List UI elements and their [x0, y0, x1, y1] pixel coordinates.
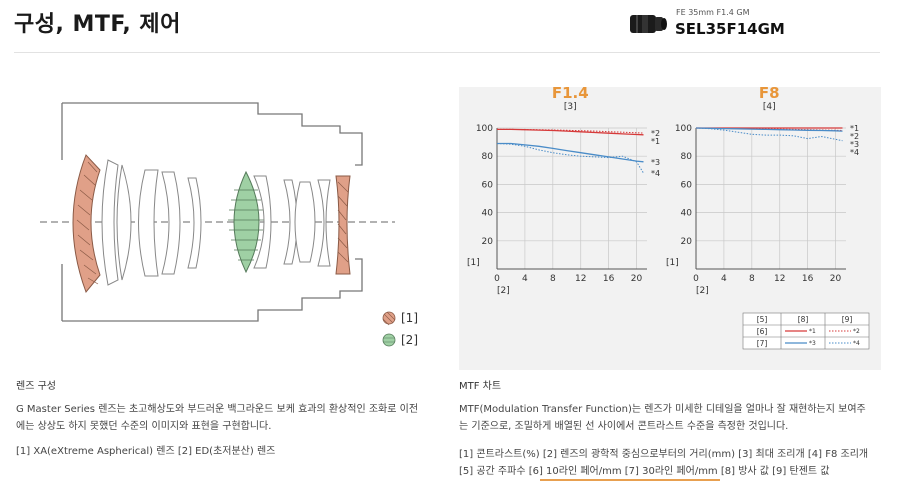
chart-subtitle: [4] — [763, 102, 776, 112]
y-axis-label: [1] — [666, 258, 679, 268]
x-tick-label: 4 — [721, 274, 727, 284]
y-tick-label: 40 — [482, 209, 494, 219]
description-line: 는 기준으로, 조밀하게 배열된 선 사이에서 콘트라스트 수준을 측정한 것입… — [459, 421, 789, 432]
legend-dotted-label: *2 — [853, 328, 860, 335]
xa-rear-element — [335, 175, 351, 275]
description-line: MTF(Modulation Transfer Function)는 렌즈가 미… — [459, 404, 866, 415]
xa-front-element — [72, 154, 101, 293]
chart-title: F8 — [759, 87, 780, 102]
header-divider — [14, 52, 880, 53]
lens-construction-description: G Master Series 렌즈는 초고해상도와 부드러운 백그라운드 보케… — [16, 401, 418, 435]
lens-notes: [1] XA(eXtreme Aspherical) 렌즈 [2] ED(초저분… — [16, 446, 276, 457]
lens-element-4 — [138, 169, 159, 277]
series-end-label: *2 — [850, 132, 859, 141]
mtf-chart-f14: F1.4[3] 20 40 60 80 100 0 4 8 12 16 20 [1] [2] *1*2 *3 *… — [467, 84, 660, 296]
x-tick-label: 0 — [693, 274, 699, 284]
lens-element-3 — [116, 164, 132, 281]
legend-header-cell: [5] — [757, 315, 768, 324]
legend-header-cell: [9] — [842, 315, 853, 324]
description-line: G Master Series 렌즈는 초고해상도와 부드러운 백그라운드 보케… — [16, 404, 419, 415]
lens-diagram-svg: [1] [2] — [40, 102, 418, 347]
lens-construction-diagram: [1] [2] — [0, 60, 450, 370]
y-tick-label: 40 — [681, 209, 693, 219]
x-axis-label: [2] — [497, 286, 510, 296]
lens-element-8 — [253, 175, 272, 269]
mtf-notes: [1] 콘트라스트(%) [2] 렌즈의 광학적 중심으로부터의 거리(mm) … — [459, 446, 868, 480]
series-end-label: *1 — [651, 137, 660, 146]
mtf-description: MTF(Modulation Transfer Function)는 렌즈가 미… — [459, 401, 866, 435]
x-tick-label: 12 — [575, 274, 586, 284]
product-block: FE 35mm F1.4 GM SEL35F14GM — [628, 8, 900, 42]
series-end-label: *3 — [850, 140, 859, 149]
mtf-legend-table: [5] [8] [9] [6] *1 *2 [7] *3 *4 — [742, 312, 870, 350]
lens-element-5 — [161, 171, 181, 275]
lens-product-icon — [630, 15, 667, 33]
mtf-heading: MTF 차트 — [459, 381, 502, 392]
series-line-star3 — [695, 127, 843, 132]
y-tick-label: 20 — [681, 237, 693, 247]
lens-element-11 — [317, 179, 331, 267]
y-tick-label: 100 — [476, 124, 493, 134]
x-tick-label: 20 — [631, 274, 643, 284]
y-tick-label: 60 — [482, 180, 494, 190]
x-tick-label: 0 — [494, 274, 500, 284]
series-end-label: *2 — [651, 129, 660, 138]
y-tick-label: 100 — [675, 124, 692, 134]
ed-element — [233, 170, 260, 274]
legend-row-label: [6] — [757, 327, 768, 336]
xa-front-hatch — [76, 161, 99, 285]
highlight-underline — [540, 479, 720, 481]
xa-rear-hatch — [337, 181, 349, 263]
x-tick-label: 4 — [522, 274, 528, 284]
legend-solid-label: *3 — [809, 340, 816, 347]
x-tick-label: 8 — [749, 274, 755, 284]
description-line: 에는 상상도 하지 못했던 수준의 이미지와 표현을 구현합니다. — [16, 421, 272, 432]
page-title: 구성, MTF, 제어 — [14, 12, 181, 37]
legend-dotted-label: *4 — [853, 340, 860, 347]
series-end-label: *1 — [850, 124, 859, 133]
y-tick-label: 60 — [681, 180, 693, 190]
x-tick-label: 12 — [774, 274, 785, 284]
legend-header-cell: [8] — [798, 315, 809, 324]
notes-line: [5] 공간 주파수 [6] 10라인 페어/mm [7] 30라인 페어/mm… — [459, 466, 830, 477]
mtf-chart-f8: F8[4] 20 40 60 80 100 0 4 8 12 16 20 [1] [2] *1*2*3*4 — [666, 84, 859, 296]
ed-element-stripes — [228, 189, 264, 261]
series-end-label: *4 — [850, 148, 859, 157]
x-tick-label: 8 — [550, 274, 556, 284]
y-tick-label: 80 — [482, 152, 494, 162]
x-tick-label: 16 — [603, 274, 615, 284]
barrel-outline-top — [62, 102, 363, 166]
series-line-star4 — [496, 143, 644, 174]
barrel-outline-bottom — [62, 258, 363, 322]
legend-solid-label: *1 — [809, 328, 816, 335]
lens-element-6 — [187, 177, 202, 269]
notes-line: [1] 콘트라스트(%) [2] 렌즈의 광학적 중심으로부터의 거리(mm) … — [459, 449, 869, 460]
product-subtitle: FE 35mm F1.4 GM — [676, 8, 750, 17]
y-tick-label: 80 — [681, 152, 693, 162]
chart-subtitle: [3] — [564, 102, 577, 112]
lens-element-10 — [294, 181, 316, 263]
y-axis-label: [1] — [467, 258, 480, 268]
x-tick-label: 16 — [802, 274, 814, 284]
legend-row-label: [7] — [757, 339, 768, 348]
lens-construction-heading: 렌즈 구성 — [16, 381, 56, 392]
x-axis-label: [2] — [696, 286, 709, 296]
chart-title: F1.4 — [552, 87, 589, 102]
x-tick-label: 20 — [830, 274, 842, 284]
lens-element-9 — [283, 179, 298, 265]
legend-xa-label: [1] — [401, 311, 418, 325]
series-end-label: *4 — [651, 169, 660, 178]
series-line-star1 — [497, 128, 644, 136]
legend-ed-marker — [382, 333, 396, 347]
series-end-label: *3 — [651, 158, 660, 167]
legend-ed-label: [2] — [401, 333, 418, 347]
product-model: SEL35F14GM — [675, 20, 785, 38]
lens-element-2 — [101, 159, 119, 286]
series-line-star3 — [497, 142, 644, 163]
y-tick-label: 20 — [482, 237, 494, 247]
legend-xa-marker — [382, 311, 396, 325]
